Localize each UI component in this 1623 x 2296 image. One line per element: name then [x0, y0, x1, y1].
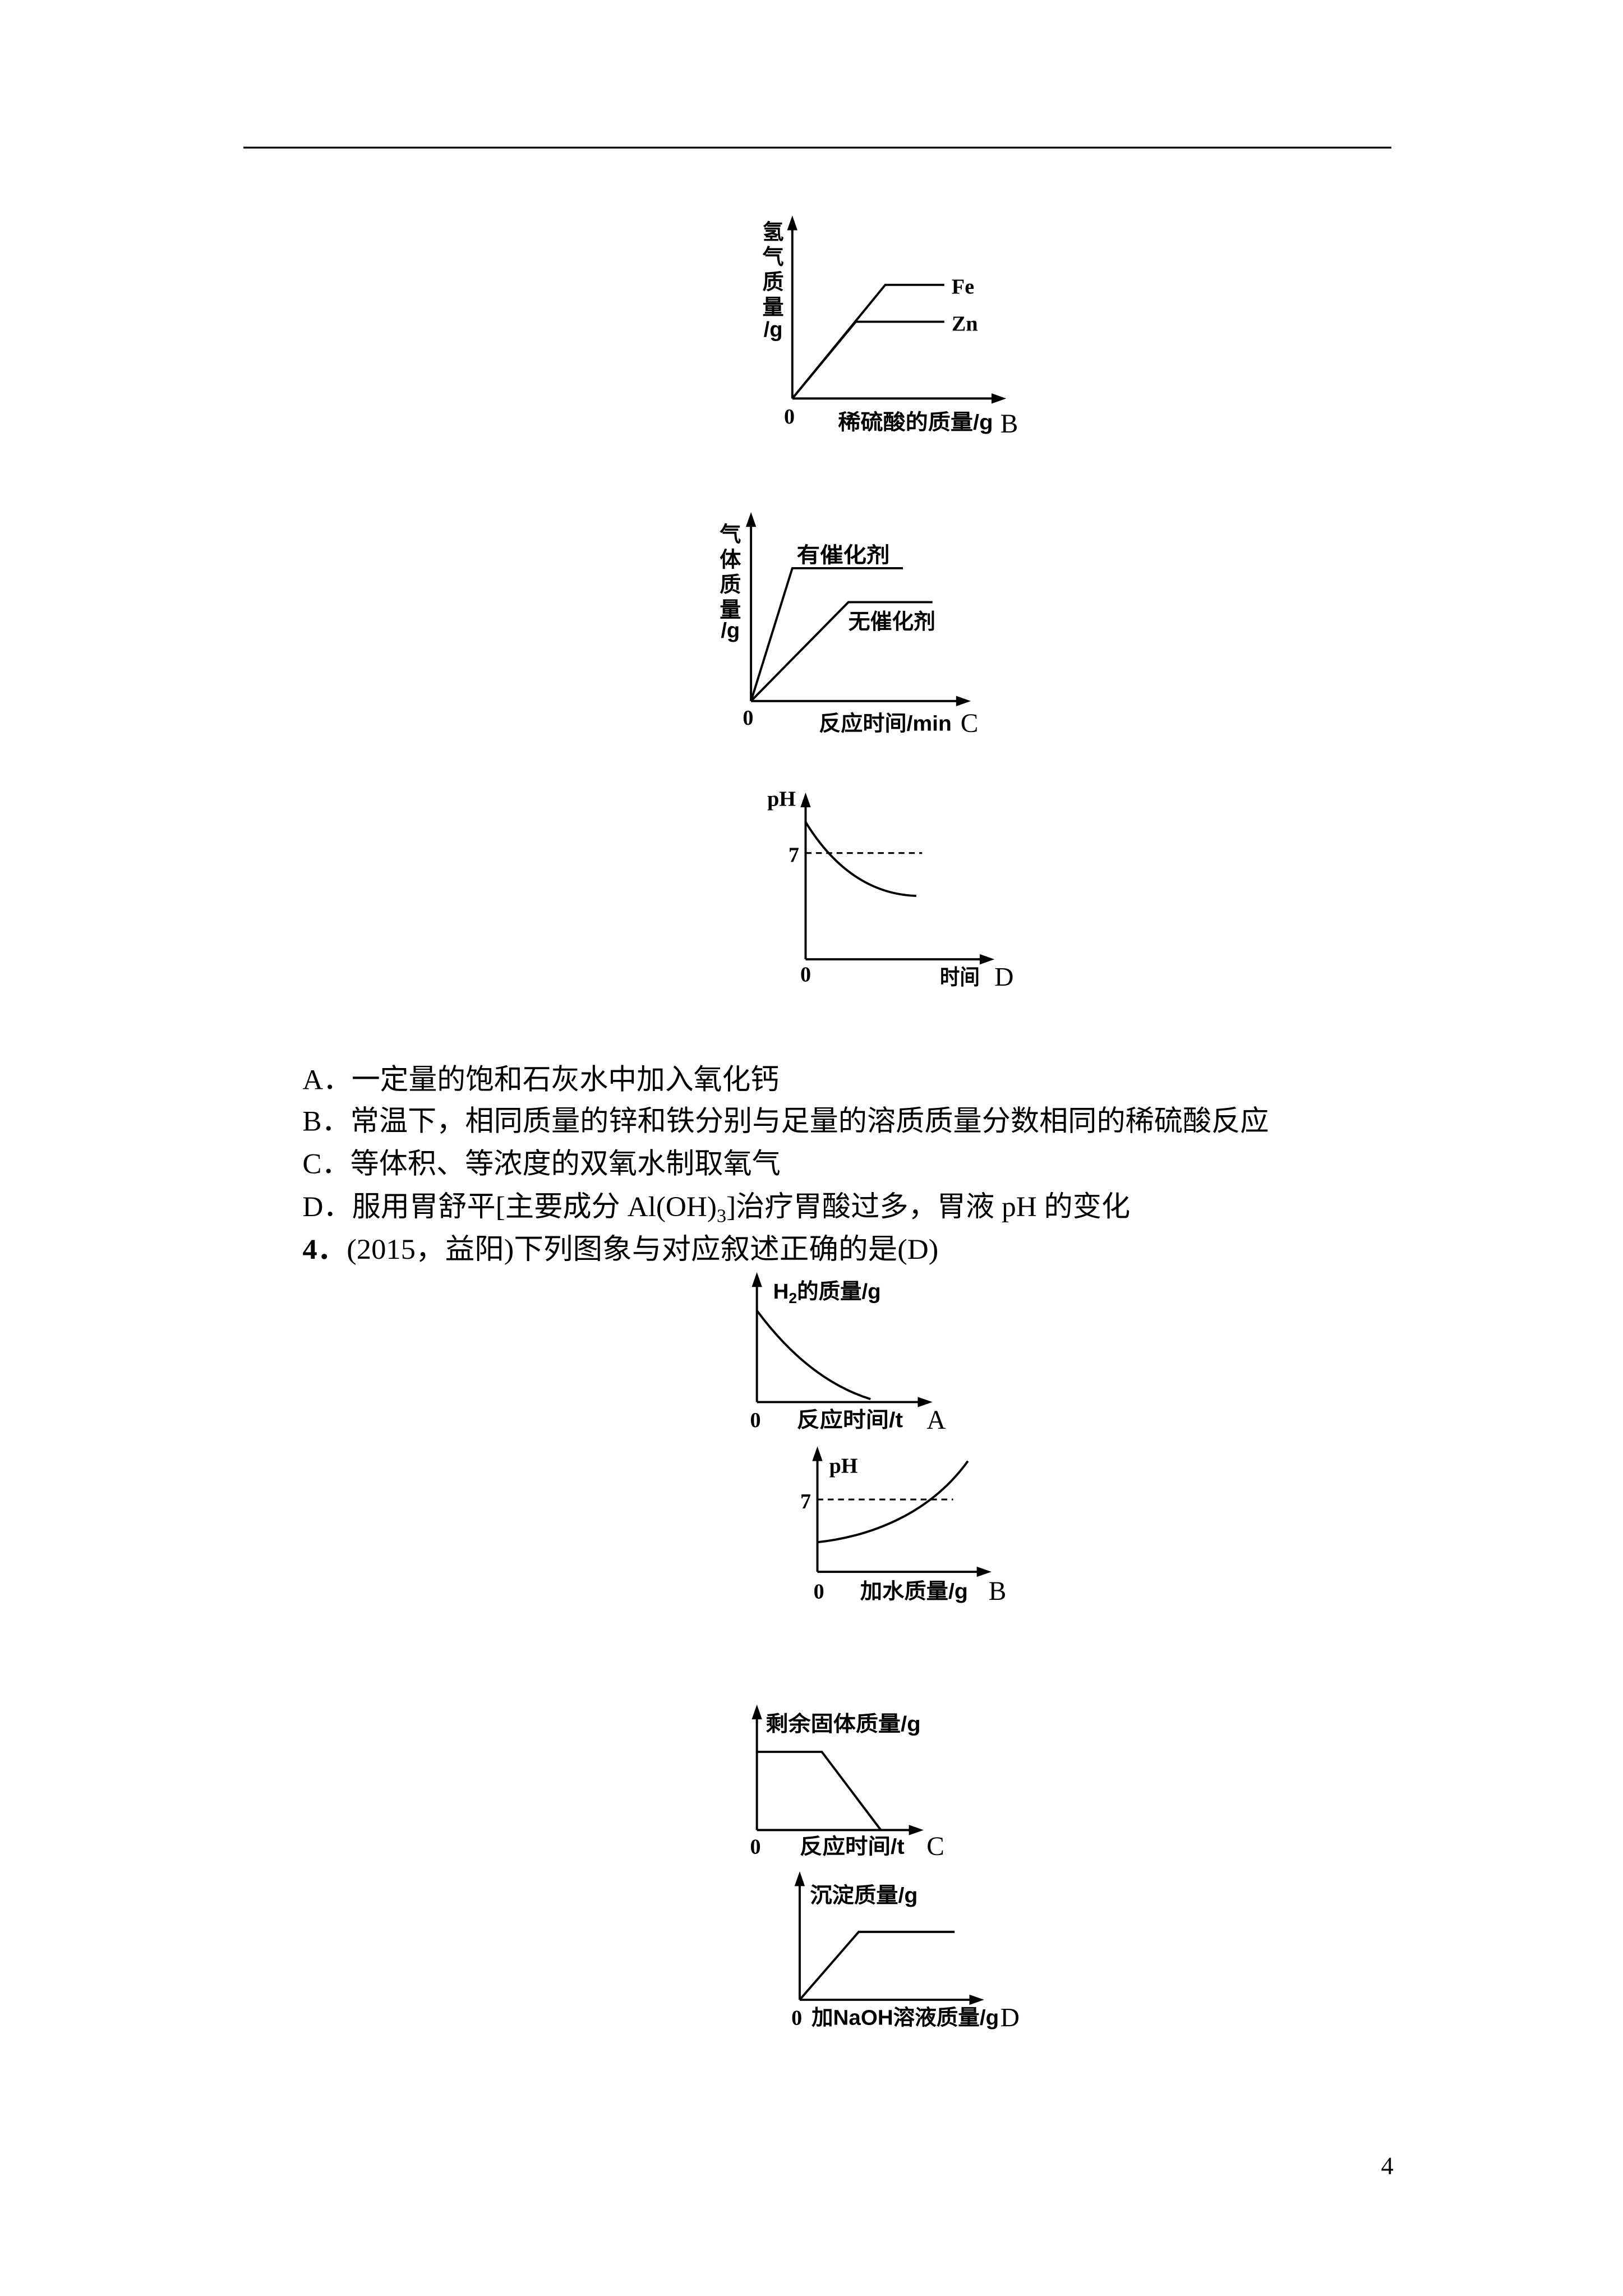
q4a-y-label-start: H: [773, 1280, 789, 1304]
q4a-y-label-end: 的质量/g: [797, 1280, 881, 1304]
q3c-option-letter: C: [961, 709, 979, 738]
q4a-y-label-subscript: 2: [789, 1290, 797, 1306]
q3d-tick-7: 7: [789, 843, 799, 867]
q3d-y-label: pH: [767, 788, 796, 811]
q3c-without-catalyst-label: 无催化剂: [849, 610, 935, 634]
q3d-x-axis-arrow: [979, 954, 995, 965]
q4b-tick-7: 7: [800, 1490, 811, 1513]
q3b-origin-label: 0: [784, 405, 795, 429]
q3-figure-b: Fe Zn 氢气质量/g 0 稀硫酸的质量/g B: [763, 215, 1018, 439]
q4-figure-b: pH 7 0 加水质量/g B: [800, 1446, 1006, 1606]
q4b-origin-label: 0: [814, 1580, 824, 1603]
q3b-zn-label: Zn: [952, 312, 978, 335]
q4a-origin-label: 0: [750, 1409, 760, 1432]
q4d-x-axis-arrow: [969, 1994, 984, 2005]
q4c-origin-label: 0: [750, 1835, 760, 1858]
q3-figure-d: pH 7 0 时间 D: [767, 788, 1013, 992]
q4-stem: (2015，益阳)下列图象与对应叙述正确的是(D): [347, 1234, 938, 1266]
q3d-x-label: 时间: [940, 965, 980, 990]
q4a-y-axis-arrow: [751, 1272, 762, 1287]
q3-option-c: C．等体积、等浓度的双氧水制取氧气: [302, 1148, 780, 1180]
q3-option-d-text-end: ]治疗胃酸过多，胃液 pH 的变化: [726, 1191, 1130, 1223]
q3b-zn-line: [791, 320, 944, 399]
q4a-x-axis-arrow: [917, 1397, 933, 1407]
q3-option-a: A．一定量的饱和石灰水中加入氧化钙: [302, 1064, 779, 1096]
q3b-option-letter: B: [1000, 409, 1018, 439]
q4a-y-label: H2的质量/g: [773, 1280, 881, 1306]
q4b-y-axis-arrow: [812, 1446, 823, 1461]
q4d-origin-label: 0: [791, 2007, 802, 2030]
q4b-x-label: 加水质量/g: [860, 1579, 968, 1603]
q4a-h2-mass-curve: [756, 1310, 871, 1401]
q3-option-d-text-start: D．服用胃舒平[主要成分 Al(OH): [302, 1191, 717, 1223]
q4d-y-axis-arrow: [794, 1871, 805, 1887]
q3c-without-catalyst-line: [750, 601, 933, 702]
q3d-option-letter: D: [994, 963, 1013, 992]
q3-figure-c: 有催化剂 无催化剂 气体质量/g 0 反应时间/min C: [720, 512, 978, 738]
q3c-x-axis-arrow: [956, 696, 971, 706]
q4d-y-label: 沉淀质量/g: [810, 1883, 917, 1907]
q3-option-d-subscript: 3: [717, 1205, 726, 1226]
q3d-origin-label: 0: [800, 963, 811, 987]
q3c-origin-label: 0: [743, 706, 753, 730]
q4-figure-a: H2的质量/g 0 反应时间/t A: [750, 1272, 946, 1435]
q4c-x-axis-arrow: [909, 1825, 924, 1835]
q4-figure-d: 沉淀质量/g 0 加NaOH溶液质量/g D: [791, 1871, 1020, 2032]
page-number: 4: [1381, 2151, 1394, 2179]
q4c-y-axis-arrow: [751, 1704, 762, 1720]
q4b-x-axis-arrow: [976, 1566, 992, 1577]
q3c-y-axis-arrow: [745, 512, 757, 527]
q3b-fe-label: Fe: [952, 275, 974, 299]
q3-option-d: D．服用胃舒平[主要成分 Al(OH)3]治疗胃酸过多，胃液 pH 的变化: [302, 1191, 1130, 1227]
q3d-ph-curve: [804, 821, 916, 897]
q4-stem-line: 4．(2015，益阳)下列图象与对应叙述正确的是(D): [302, 1234, 938, 1266]
q3b-y-label: 氢气质量/g: [763, 220, 784, 342]
q4a-option-letter: A: [926, 1406, 946, 1435]
q3d-y-axis-arrow: [800, 792, 811, 808]
q4d-option-letter: D: [1000, 2003, 1020, 2032]
q4c-x-label: 反应时间/t: [800, 1834, 905, 1858]
q4d-precipitate-line: [799, 1930, 955, 2001]
q4c-remaining-solid-line: [757, 1750, 882, 1831]
q3-option-b: B．常温下，相同质量的锌和铁分别与足量的溶质质量分数相同的稀硫酸反应: [302, 1105, 1269, 1137]
q3c-with-catalyst-label: 有催化剂: [797, 543, 890, 567]
q3c-y-label: 气体质量/g: [720, 523, 741, 643]
q3c-x-label: 反应时间/min: [819, 711, 952, 735]
q4-number: 4．: [302, 1234, 347, 1266]
q4d-x-label: 加NaOH溶液质量/g: [811, 2006, 999, 2030]
q4b-ph-curve: [817, 1460, 969, 1544]
q4c-y-label: 剩余固体质量/g: [766, 1711, 920, 1736]
q3b-y-axis-arrow: [787, 215, 798, 231]
q3b-x-axis-arrow: [991, 393, 1007, 404]
q3c-with-catalyst-line: [750, 567, 903, 702]
q4a-x-label: 反应时间/t: [797, 1408, 903, 1432]
q4b-option-letter: B: [989, 1577, 1007, 1606]
q4b-y-label: pH: [829, 1455, 858, 1478]
q4c-option-letter: C: [926, 1832, 944, 1861]
q3b-x-label: 稀硫酸的质量/g: [838, 411, 993, 435]
q4-figure-c: 剩余固体质量/g 0 反应时间/t C: [750, 1704, 944, 1861]
